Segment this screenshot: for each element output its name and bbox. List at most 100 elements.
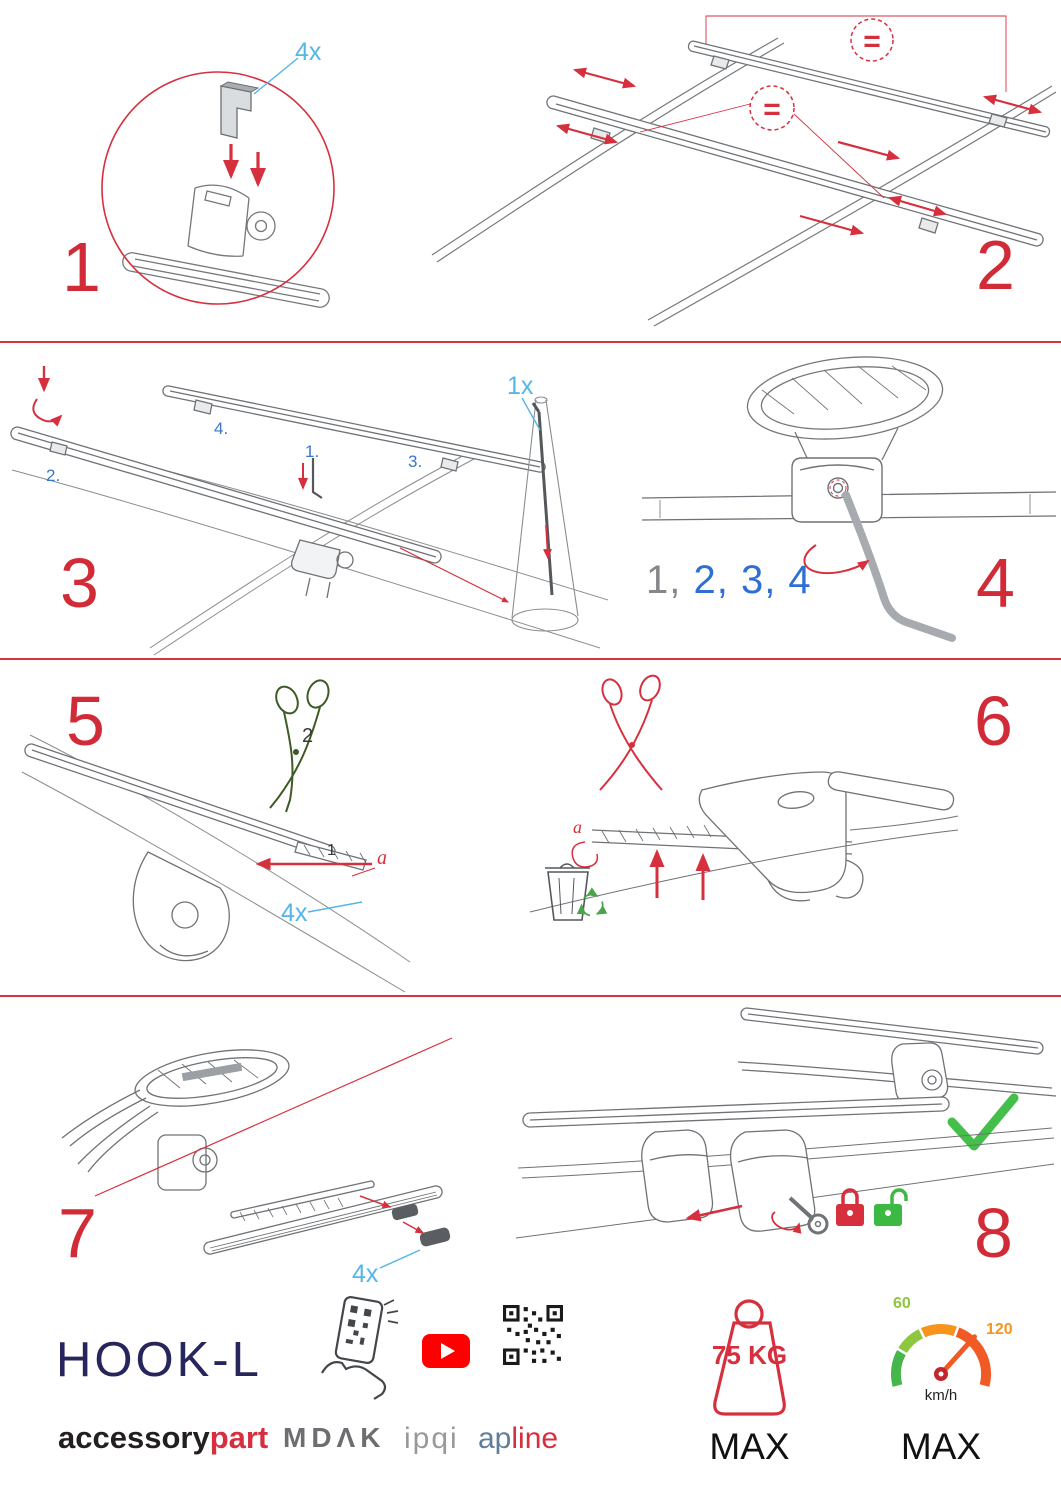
recycle-icon	[576, 887, 608, 917]
step2-number: 2	[976, 226, 1015, 304]
step7-illustration	[61, 1037, 453, 1269]
hex-key-icon	[511, 396, 579, 632]
sequence-done: 1,	[646, 558, 682, 602]
trash-icon	[545, 863, 590, 921]
magnifier-circle	[101, 71, 335, 305]
dim-leader	[351, 867, 376, 877]
turn-hint-arrows	[32, 366, 308, 490]
foot-clamp	[132, 851, 230, 962]
step6-illustration	[529, 674, 959, 921]
speedometer-needle	[938, 1334, 977, 1377]
rotation-arrow	[803, 544, 870, 575]
speed-max-label: MAX	[900, 1426, 982, 1467]
phone-scan-icon	[321, 1296, 399, 1400]
step6-dim-label: a	[573, 817, 582, 837]
insert-arrows	[359, 1195, 425, 1234]
step7-number: 7	[58, 1194, 97, 1272]
step5-insert-label: 1	[327, 842, 336, 859]
step1-quantity-label: 4x	[295, 38, 322, 66]
step4-sequence: 1, 2, 3, 4	[646, 560, 812, 600]
step1-illustration	[101, 57, 335, 308]
step1-number: 1	[62, 228, 101, 306]
step5-cut-label: 2	[302, 725, 314, 747]
speed-unit-label: km/h	[924, 1387, 958, 1404]
step3-order-2: 2.	[46, 466, 61, 485]
section-divider	[0, 341, 1061, 343]
step7-quantity-label: 4x	[352, 1260, 379, 1288]
weight-max-label: MAX	[709, 1426, 790, 1467]
lock-assembly	[515, 1096, 1055, 1239]
step3-order-1: 1.	[305, 442, 320, 461]
tool-pointer	[399, 547, 510, 603]
roof-rails	[431, 37, 1057, 327]
youtube-icon	[422, 1334, 470, 1368]
product-title: HOOK-L	[56, 1333, 262, 1387]
quantity-leader	[521, 397, 541, 431]
measure-scaffold	[639, 15, 1007, 199]
equal-mid-label: =	[763, 93, 781, 126]
insert-arrows	[223, 144, 266, 188]
step4-number: 4	[976, 544, 1015, 622]
step5-dim-label: a	[377, 847, 387, 869]
partner-logo-mdak: MDΛK	[283, 1422, 386, 1453]
sequence-next: 2, 3, 4	[693, 558, 812, 602]
padlock-open-icon	[874, 1188, 908, 1226]
bar-top-view	[61, 1049, 290, 1173]
crossbars	[10, 385, 546, 599]
step8-illustration	[515, 1007, 1057, 1239]
checkmark-icon	[947, 1093, 1019, 1151]
speed-high-label: 120	[986, 1321, 1013, 1338]
cutoff-curl	[571, 841, 599, 868]
lift-arrows	[649, 849, 711, 900]
step2-illustration	[431, 15, 1057, 327]
quantity-leader	[379, 1249, 421, 1269]
crossbar-end	[24, 743, 367, 871]
key-icon	[788, 1196, 829, 1235]
partner-logo-apline: apline	[478, 1424, 558, 1454]
mounting-bracket	[219, 81, 260, 139]
hex-key-small-icon	[311, 458, 323, 499]
brand-logo: accessorypart	[58, 1422, 268, 1453]
step5-number: 5	[66, 682, 105, 760]
quantity-leader	[307, 901, 363, 913]
key-rotation-arrow	[771, 1211, 802, 1234]
alignment-line	[94, 1037, 453, 1197]
brand-logo-black: accessory	[58, 1420, 210, 1455]
quantity-leader	[253, 57, 299, 95]
step3-number: 3	[60, 544, 99, 622]
scissors-icon	[599, 674, 663, 791]
step5-illustration	[21, 679, 411, 993]
weight-icon	[713, 1299, 786, 1416]
equal-spacing-badges	[749, 18, 894, 131]
speed-low-label: 60	[893, 1295, 911, 1312]
section-divider	[0, 658, 1061, 660]
end-caps	[391, 1203, 451, 1247]
weight-value: 75 KG	[711, 1340, 788, 1370]
scissors-icon	[269, 679, 330, 813]
foot-bracket	[529, 771, 959, 913]
qr-code	[503, 1305, 563, 1365]
clamp-body	[791, 457, 883, 523]
finished-assembly	[737, 1007, 1057, 1103]
step3-quantity-label: 1x	[507, 372, 534, 400]
padlock-closed-icon	[836, 1188, 864, 1226]
step3-order-3: 3.	[408, 452, 423, 471]
section-divider	[0, 995, 1061, 997]
step4-illustration	[641, 356, 1057, 642]
equal-top-label: =	[863, 25, 881, 58]
speedometer-icon	[891, 1323, 992, 1387]
push-arrow	[685, 1204, 743, 1222]
apline-prefix: ap	[478, 1422, 512, 1455]
bar-underside	[746, 356, 944, 461]
clamp-detail	[157, 1134, 218, 1191]
measure-arrows	[555, 67, 1043, 236]
apline-suffix: line	[511, 1422, 559, 1455]
step8-number: 8	[974, 1194, 1013, 1272]
step3-order-4: 4.	[214, 419, 229, 438]
step5-quantity-label: 4x	[281, 899, 308, 927]
bolt-target	[829, 479, 847, 497]
step6-number: 6	[974, 682, 1013, 760]
brand-logo-red: part	[209, 1420, 269, 1455]
partner-logo-ipqi: ipqi	[404, 1422, 459, 1455]
